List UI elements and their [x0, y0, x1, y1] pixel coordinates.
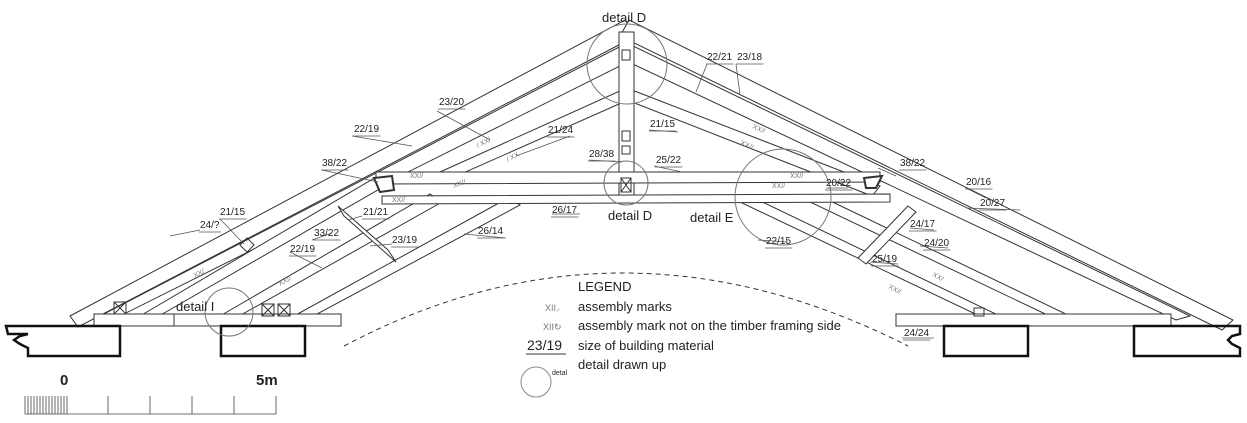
legend-assembly-marks: assembly marks [578, 299, 672, 314]
size-label: 26/17 [552, 205, 577, 216]
scale-start-label: 0 [60, 372, 68, 389]
size-label: 23/20 [439, 97, 464, 108]
right-outer-wall [1132, 324, 1242, 358]
detail-circle-center [603, 160, 649, 206]
legend-mark-symbol-alt: XII↻ [543, 322, 562, 332]
left-sill-blocks [113, 237, 985, 317]
right-short-post [857, 205, 917, 265]
left-outer-wall [4, 324, 122, 358]
size-label: 21/15 [220, 207, 245, 218]
assembly-mark: XX/ [931, 272, 944, 284]
size-label: 38/22 [322, 158, 347, 169]
size-label: 21/21 [363, 207, 388, 218]
leader-lines [169, 63, 1021, 339]
assembly-mark: XX// [887, 284, 902, 296]
assembly-mark: / XX/ [476, 136, 493, 149]
king-post-peg-1 [621, 49, 631, 61]
legend-title: LEGEND [578, 279, 631, 294]
size-label: 20/16 [966, 177, 991, 188]
legend-circle-label: detal [552, 370, 568, 377]
assembly-mark: XX// [392, 197, 405, 204]
king-post-peg-3 [621, 145, 631, 155]
legend-size-desc: size of building material [578, 338, 714, 353]
right-outer-rafter [619, 19, 1234, 331]
scale-bar: 0 5m [24, 372, 278, 415]
size-label: 24/20 [924, 238, 949, 249]
walls [4, 324, 1242, 358]
left-inner-wall [219, 324, 307, 358]
detail-labels: detail D detail D detail E detail I [176, 10, 734, 314]
vault-arch [343, 272, 909, 347]
king-post-block [620, 177, 632, 193]
left-strut-block [372, 174, 396, 194]
size-label: 25/22 [656, 155, 681, 166]
legend-assembly-mark-other-side: assembly mark not on the timber framing … [578, 318, 841, 333]
detail-label-left: detail I [176, 299, 214, 314]
size-label: 22/19 [354, 124, 379, 135]
assembly-mark: XX// [739, 139, 754, 151]
size-label: 21/15 [650, 119, 675, 130]
size-label: 22/21 [707, 52, 732, 63]
detail-circle-right [734, 148, 832, 246]
legend: LEGEND XII⸝ assembly marks XII↻ assembly… [520, 279, 841, 398]
right-lower-brace [808, 195, 1072, 321]
member-size-labels: 23/20 22/19 22/21 23/18 21/24 21/15 28/3… [199, 52, 1007, 341]
size-label: 24/17 [910, 219, 935, 230]
assembly-mark: XX// [772, 183, 785, 190]
detail-label-top: detail D [602, 10, 646, 25]
lower-collar-beam [381, 193, 891, 205]
assembly-mark: XX/ [193, 268, 206, 280]
detail-circles [204, 23, 832, 337]
legend-detail-circle-icon [520, 366, 552, 398]
size-label: 24/? [200, 220, 220, 231]
right-inner-wall [942, 324, 1030, 358]
size-label: 25/19 [872, 254, 897, 265]
assembly-mark: XX// [410, 173, 423, 180]
size-label: 22/15 [766, 236, 791, 247]
detail-label-right: detail E [690, 210, 734, 225]
left-wall-plate [93, 313, 342, 327]
left-short-post [337, 205, 397, 263]
scale-ticks [24, 396, 277, 415]
king-post-peg-2 [621, 130, 631, 142]
size-label: 23/18 [737, 52, 762, 63]
size-label: 38/22 [900, 158, 925, 169]
king-post-block-x2 [620, 177, 632, 193]
right-strut-block [862, 174, 884, 189]
size-label: 26/14 [478, 226, 503, 237]
size-label: 20/22 [826, 178, 851, 189]
detail-circle-left [204, 287, 254, 337]
size-label: 21/24 [548, 125, 573, 136]
legend-detail-desc: detail drawn up [578, 357, 666, 372]
scale-end-label: 5m [256, 372, 278, 389]
assembly-mark: XX// [452, 179, 467, 190]
detail-label-center: detail D [608, 208, 652, 223]
size-label: 24/24 [904, 328, 929, 339]
size-label: 23/19 [392, 235, 417, 246]
size-label: 20/27 [980, 198, 1005, 209]
timber-framing [69, 19, 1234, 331]
detail-circle-top [586, 23, 668, 105]
legend-mark-symbol: XII⸝ [545, 303, 561, 313]
legend-size-example: 23/19 [527, 337, 562, 353]
assembly-mark: XX// [751, 123, 766, 135]
size-label: 28/38 [589, 149, 614, 160]
assembly-mark: XX// [790, 173, 803, 180]
size-label: 33/22 [314, 228, 339, 239]
size-label: 22/19 [290, 244, 315, 255]
right-wall-plate [895, 313, 1172, 327]
